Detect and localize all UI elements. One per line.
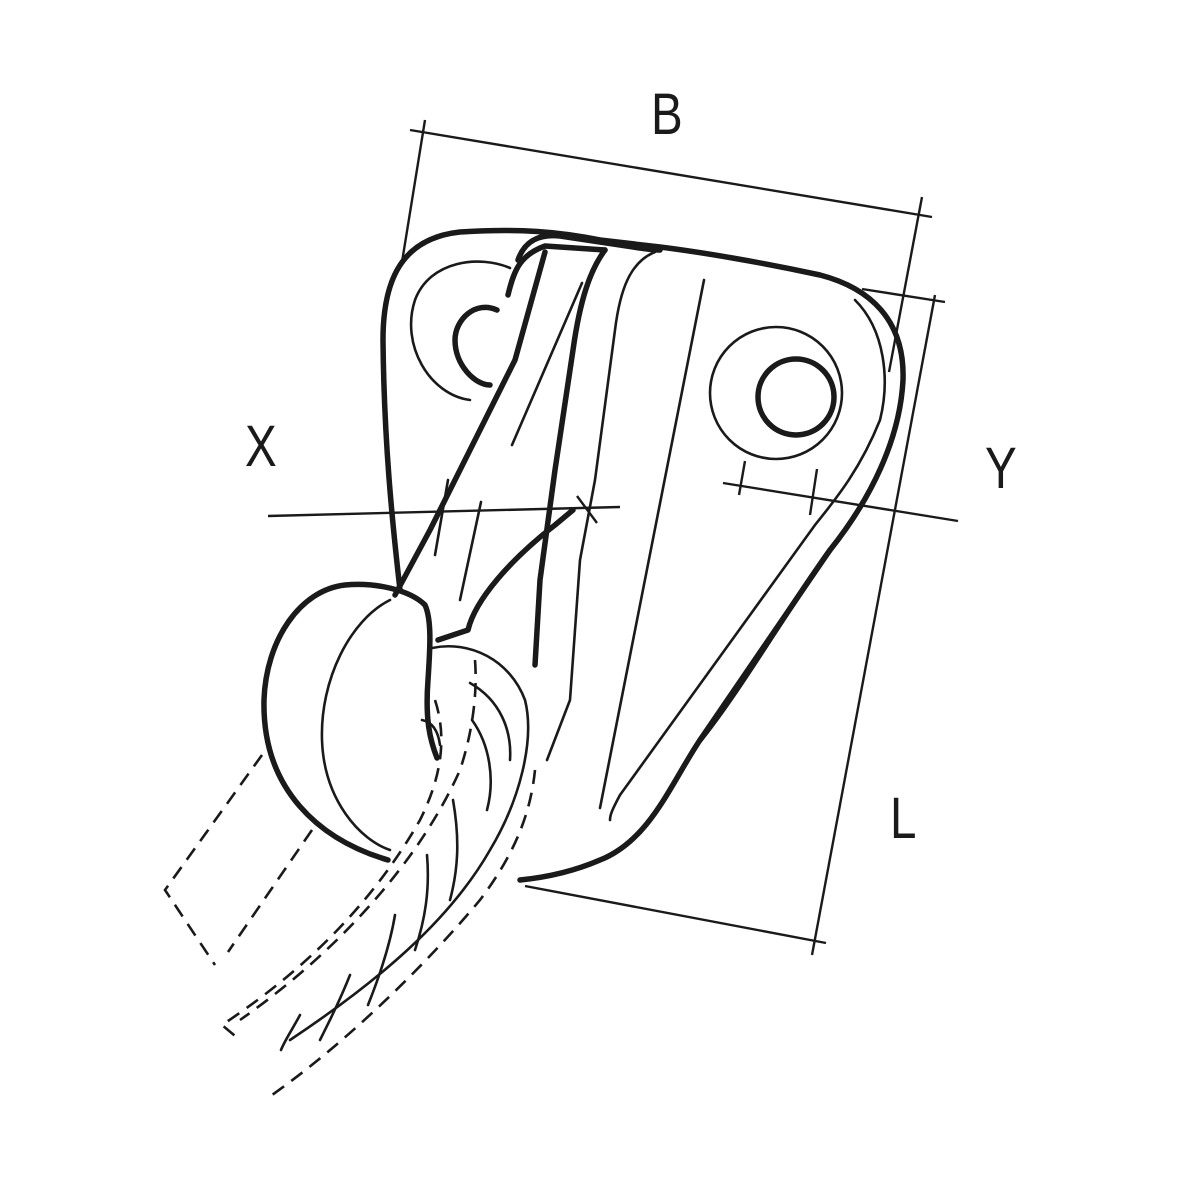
dimension-x: [267, 495, 621, 524]
label-x: X: [245, 414, 277, 479]
dimension-l: [524, 287, 946, 956]
label-b: B: [651, 82, 683, 147]
mounting-hole-left: [409, 260, 512, 402]
rope: [279, 644, 530, 1052]
rope-phantom: [163, 659, 537, 1097]
cleat-body: [380, 227, 906, 883]
mounting-hole-right: [708, 325, 844, 461]
cam-jaw: [261, 581, 442, 863]
label-y: Y: [985, 436, 1017, 501]
dimension-y: [722, 460, 959, 523]
label-l: L: [890, 786, 917, 851]
dimension-b: [400, 119, 933, 373]
